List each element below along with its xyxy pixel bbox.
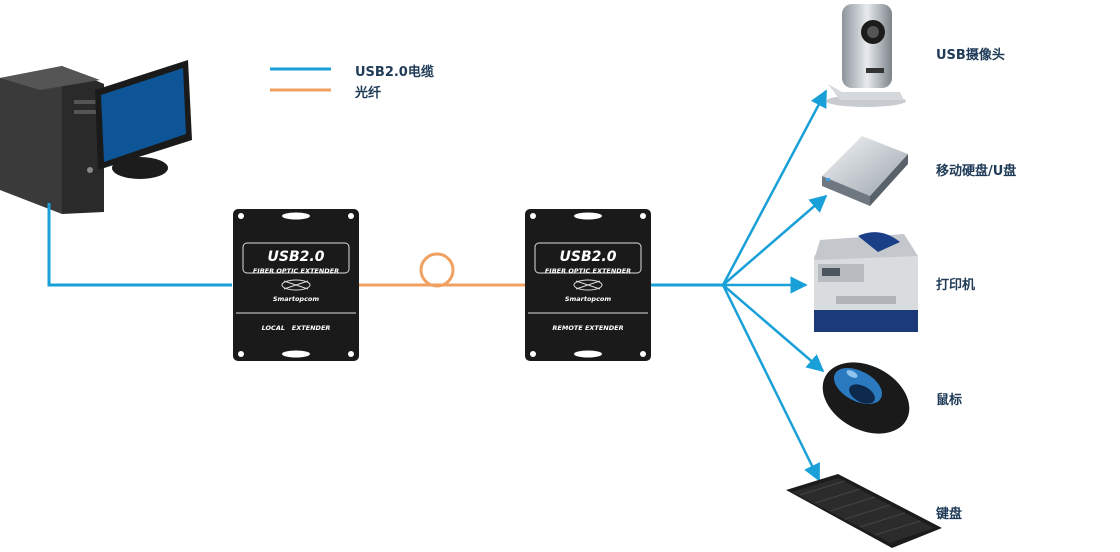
label-hdd: 移动硬盘/U盘 <box>936 164 1017 179</box>
printer-icon <box>814 232 918 332</box>
legend-usb-label: USB2.0电缆 <box>355 65 434 80</box>
arrow-to-mouse <box>722 284 825 373</box>
fiber-coil <box>419 252 455 288</box>
local-footer: LOCAL EXTENDER <box>262 324 331 332</box>
usb-cable-pc <box>47 203 232 287</box>
local-extender: USB2.0 FIBER OPTIC EXTENDER Smartopcom L… <box>233 209 359 361</box>
local-model: USB2.0 <box>268 249 325 265</box>
arrow-to-keyboard <box>721 284 821 482</box>
local-subtitle: FIBER OPTIC EXTENDER <box>253 267 339 275</box>
remote-subtitle: FIBER OPTIC EXTENDER <box>545 267 631 275</box>
fan-out-arrows <box>721 89 828 482</box>
arrow-to-hdd <box>722 194 828 286</box>
computer-icon <box>0 60 192 214</box>
webcam-icon <box>826 4 906 107</box>
external-drive-icon <box>822 136 908 206</box>
label-printer: 打印机 <box>936 278 976 293</box>
label-webcam: USB摄像头 <box>936 48 1005 63</box>
arrow-to-webcam <box>721 89 828 286</box>
remote-extender: USB2.0 FIBER OPTIC EXTENDER Smartopcom R… <box>525 209 651 361</box>
remote-brand: Smartopcom <box>565 295 612 303</box>
remote-footer: REMOTE EXTENDER <box>552 324 623 332</box>
keyboard-icon <box>786 474 942 548</box>
remote-model: USB2.0 <box>560 249 617 265</box>
legend-fiber-label: 光纤 <box>355 86 382 101</box>
label-keyboard: 键盘 <box>936 507 963 522</box>
mouse-icon <box>822 362 910 434</box>
label-mouse: 鼠标 <box>936 393 963 408</box>
local-brand: Smartopcom <box>273 295 320 303</box>
